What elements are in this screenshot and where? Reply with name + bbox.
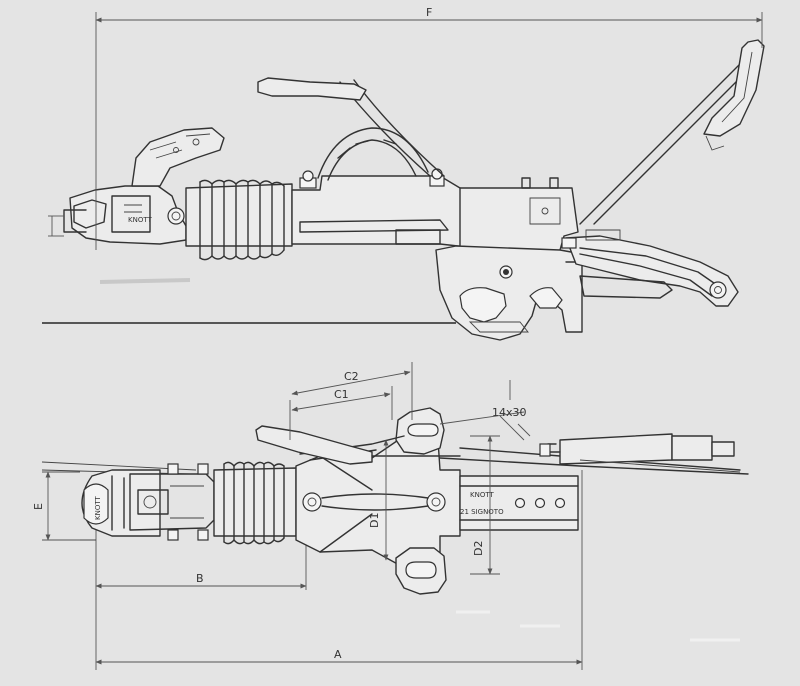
- dim-label-E: E: [32, 503, 45, 510]
- plan-head-stamp: KNOTT: [94, 496, 102, 520]
- plan-body-stamp-1: KNOTT: [470, 491, 494, 499]
- coupling-head-side: KNOTT: [63, 127, 225, 245]
- dim-label-B: B: [196, 572, 204, 585]
- plan-view: KNOTT: [41, 407, 749, 670]
- shadow-mark: [99, 278, 191, 284]
- safety-handle: [131, 127, 225, 187]
- brake-lever-plan: [439, 433, 749, 475]
- dim-label-F: F: [426, 6, 432, 19]
- brake-lever-base-side: [435, 245, 583, 341]
- dimension-C2: C2: [291, 362, 413, 420]
- dimension-E: E: [32, 471, 80, 541]
- dim-label-C1: C1: [334, 388, 349, 401]
- plan-handle-grip: [255, 425, 373, 465]
- side-coupling-stamp: KNOTT: [128, 216, 152, 224]
- coupler-body-side: [291, 168, 579, 255]
- dimension-D1: D1: [368, 439, 389, 561]
- bellows-side: [185, 179, 293, 261]
- dim-label-bolt: 14x30: [492, 406, 527, 419]
- dimension-A: A: [95, 648, 583, 665]
- dimension-F: F: [95, 6, 763, 250]
- dim-label-D2: D2: [472, 541, 485, 556]
- dim-label-A: A: [334, 648, 342, 661]
- bellows-plan: [213, 461, 297, 545]
- hand-brake-lever-side: [561, 39, 765, 307]
- upper-grip: [257, 77, 367, 101]
- coupling-head-plan: KNOTT: [81, 463, 215, 541]
- background-marks: [456, 610, 740, 642]
- dimension-C1: C1: [289, 386, 393, 440]
- plan-body-stamp-2: 21 SIGNOTO: [460, 508, 504, 516]
- cable-arch-side: [257, 77, 445, 181]
- side-height-dim: [48, 215, 64, 237]
- side-view: KNOTT: [42, 39, 765, 341]
- dim-label-C2: C2: [344, 370, 359, 383]
- dimension-D2: D2: [470, 435, 500, 575]
- bolt-callout: 14x30: [439, 380, 531, 441]
- dimension-B: B: [95, 572, 307, 589]
- dim-label-D1: D1: [368, 513, 381, 528]
